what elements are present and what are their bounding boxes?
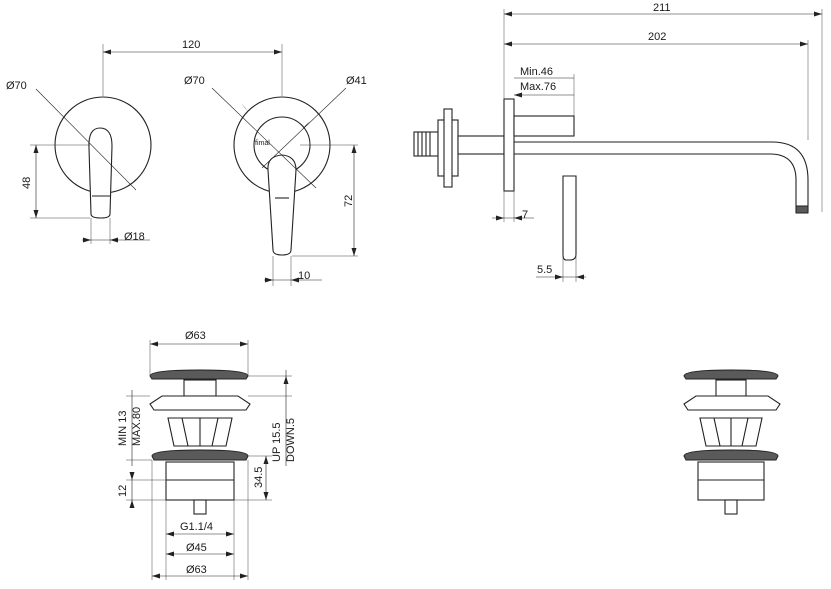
rosette-diameter: Ø41 [346,75,367,87]
total-length: 211 [653,2,671,14]
flange-diameter: Ø63 [186,564,207,576]
side-view: 211 202 Min.46 Max.76 7 5.5 [413,2,823,282]
plate-diameter: Ø70 [184,75,205,87]
lever-height: 48 [21,177,33,189]
lever-drop: 72 [343,195,355,207]
spout-projection: 202 [648,31,666,43]
mixer-front-view: Ø70 120 48 Ø18 [6,39,283,244]
mixer-plate-diameter: Ø70 [6,80,27,92]
plate-thickness: 7 [522,209,528,221]
thread-size: G1.1/4 [180,521,213,533]
center-spacing: 120 [182,39,200,51]
travel-down: DOWN.5 [285,418,297,462]
wall-depth-max: Max.76 [520,81,556,93]
lever-diameter: Ø18 [124,231,145,243]
clamp-max: MAX.80 [131,407,143,446]
body-height: 34.5 [253,467,265,488]
body-diameter: Ø45 [186,542,207,554]
wall-depth-min: Min.46 [520,66,553,78]
waste-plain-view [683,369,781,515]
thread-length: 12 [117,485,129,497]
waste-dimensioned-view: Ø63 MIN 13 MAX.80 UP 15.5 DOWN.5 34.5 12 [117,330,297,580]
cap-diameter: Ø63 [185,330,206,342]
travel-up: UP 15.5 [271,422,283,462]
lever-offset: 10 [298,270,310,282]
lever-gap: 5.5 [537,264,552,276]
mixer-lever-front-view: fimal Ø70 Ø41 72 10 [184,75,367,286]
clamp-min: MIN 13 [117,411,129,446]
brand-mark: fimal [255,140,270,147]
